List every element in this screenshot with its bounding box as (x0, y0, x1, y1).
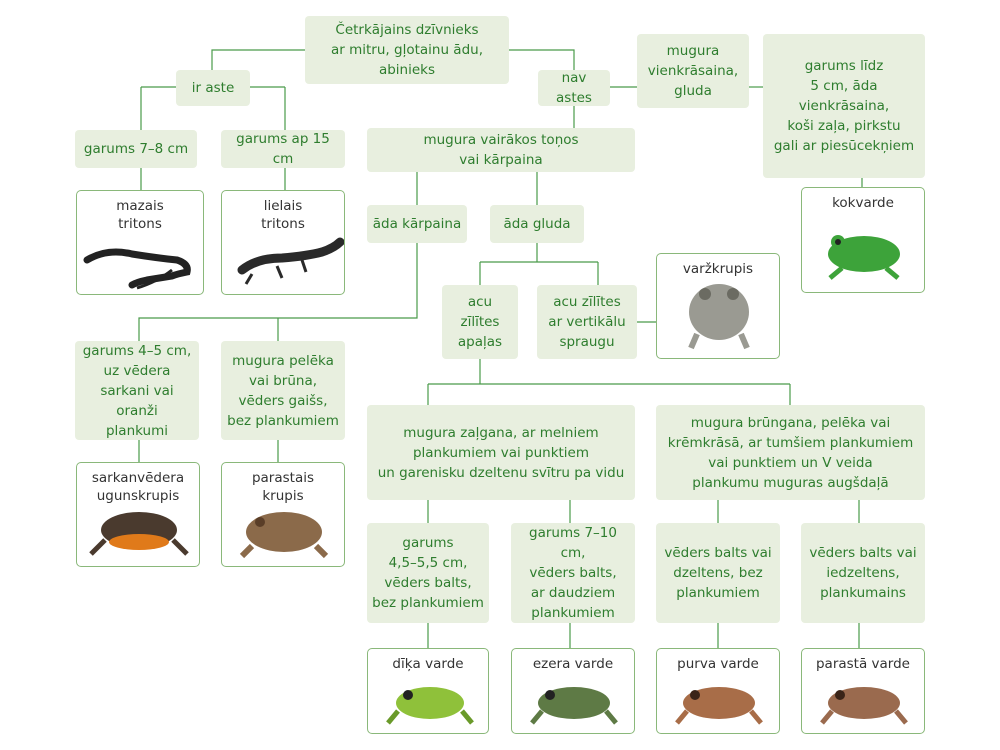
back-multi-node: mugura vairākos toņos vai kārpaina (367, 128, 635, 172)
species-name: ezera varde (532, 656, 614, 672)
species-card-pool-frog: dīķa varde (367, 648, 489, 734)
species-name: kokvarde (832, 195, 894, 211)
green-back-node: mugura zaļgana, ar melniem plankumiem va… (367, 405, 635, 500)
brown-back-node: mugura brūngana, pelēka vai krēmkrāsā, a… (656, 405, 925, 500)
skin-smooth-node: āda gluda (490, 205, 584, 243)
belly-white-node: vēders balts vai dzeltens, bez plankumie… (656, 523, 780, 623)
frog-image (820, 687, 908, 725)
species-card-spadefoot: varžkrupis (656, 253, 780, 359)
toad-image (239, 512, 329, 559)
species-card-great-newt: lielais tritons (221, 190, 345, 295)
species-card-firebelly: sarkanvēdera ugunskrupis (76, 462, 200, 567)
skin-warty-node: āda kārpaina (367, 205, 467, 243)
toad-image (688, 284, 750, 350)
species-name: parastais krupis (251, 470, 315, 504)
warty-small-node: garums 4–5 cm, uz vēdera sarkani vai ora… (75, 341, 199, 440)
species-name: parastā varde (815, 656, 910, 672)
pupil-round-node: acu zīlītes apaļas (442, 285, 518, 359)
frog-image (828, 235, 900, 280)
newt-image (237, 237, 344, 285)
species-name: sarkanvēdera ugunskrupis (91, 470, 185, 504)
has-tail-node: ir aste (176, 70, 250, 106)
species-name: mazais tritons (116, 198, 164, 232)
species-card-tree-frog: kokvarde (801, 187, 925, 293)
species-card-moor-frog: purva varde (656, 648, 780, 734)
toad-image (89, 512, 189, 556)
len-large-node: garums 7–10 cm, vēders balts, ar daudzie… (511, 523, 635, 623)
belly-yellow-node: vēders balts vai iedzeltens, plankumains (801, 523, 925, 623)
len-small-node: garums 4,5–5,5 cm, vēders balts, bez pla… (367, 523, 489, 623)
species-card-common-toad: parastais krupis (221, 462, 345, 567)
species-card-marsh-frog: ezera varde (511, 648, 635, 734)
frog-image (386, 687, 474, 725)
frog-image (530, 687, 618, 725)
tail-short-node: garums 7–8 cm (75, 130, 197, 168)
frog-image (675, 687, 763, 725)
species-name: lielais tritons (261, 198, 305, 232)
species-name: dīķa varde (392, 656, 464, 672)
newt-image (83, 248, 191, 290)
back-single-node: mugura vienkrāsaina, gluda (637, 34, 749, 108)
species-name: varžkrupis (682, 261, 754, 277)
no-tail-node: nav astes (538, 70, 610, 106)
species-card-common-frog: parastā varde (801, 648, 925, 734)
tail-long-node: garums ap 15 cm (221, 130, 345, 168)
species-name: purva varde (677, 656, 759, 672)
treefrog-key-node: garums līdz 5 cm, āda vienkrāsaina, koši… (763, 34, 925, 178)
pupil-vertical-node: acu zīlītes ar vertikālu spraugu (537, 285, 637, 359)
species-card-smooth-newt: mazais tritons (76, 190, 204, 295)
warty-big-node: mugura pelēka vai brūna, vēders gaišs, b… (221, 341, 345, 440)
root-node: Četrkājains dzīvnieks ar mitru, gļotainu… (305, 16, 509, 84)
